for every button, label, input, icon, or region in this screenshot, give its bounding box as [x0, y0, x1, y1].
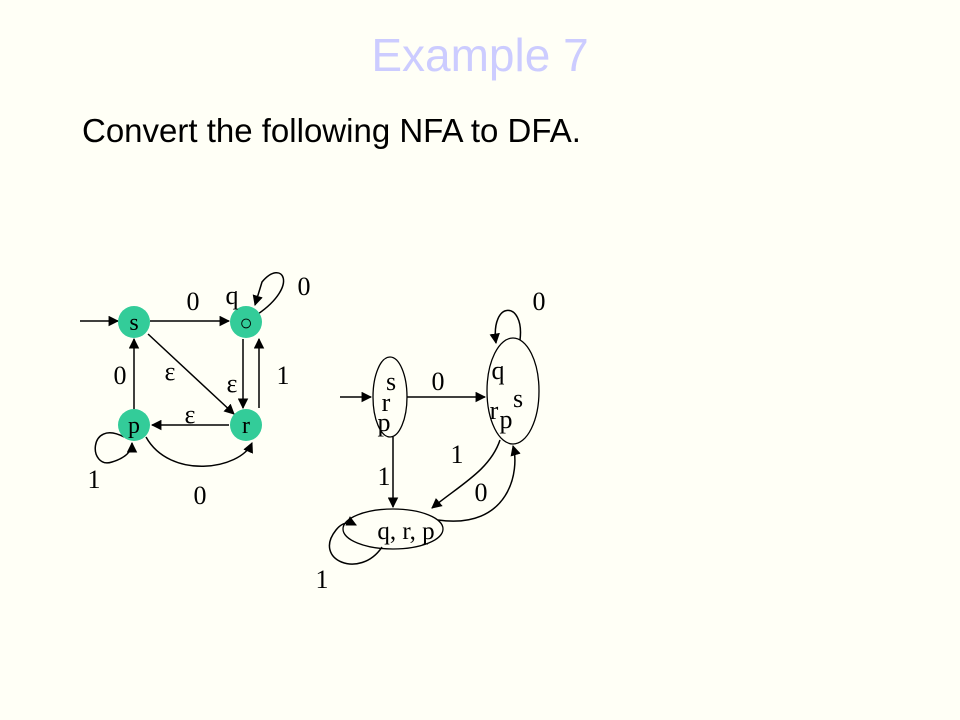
slide-title: Example 7 — [371, 29, 589, 81]
nfa-label-p-loop: 1 — [88, 465, 101, 494]
nfa-label-q-loop: 0 — [298, 272, 311, 301]
nfa-label-q-r-eps: ε — [227, 369, 238, 398]
dfa-label-qrp-qrsp: 0 — [475, 478, 488, 507]
nfa-state-q: ○ q — [226, 281, 262, 338]
nfa-loop-p — [94, 432, 138, 464]
dfa-state-qrsp — [486, 337, 540, 445]
dfa-label-srp-qrsp: 0 — [432, 367, 445, 396]
nfa-state-s: s — [118, 306, 150, 338]
slide-subtitle: Convert the following NFA to DFA. — [82, 112, 581, 149]
dfa-state-srp-p: p — [378, 408, 391, 437]
nfa-edge-p-r-curve — [145, 436, 253, 467]
nfa-state-s-label: s — [129, 310, 138, 336]
nfa-label-p-s: 0 — [114, 361, 127, 390]
nfa-state-p: p — [118, 409, 150, 441]
dfa-label-qrp-loop: 1 — [316, 565, 329, 594]
nfa-accept-marker: ○ — [239, 310, 252, 335]
dfa-state-qrsp-q: q — [492, 356, 505, 385]
dfa-diagram: s r p q r s p q, r, p 0 0 1 1 0 1 — [316, 287, 546, 594]
nfa-edge-s-r — [147, 333, 235, 415]
nfa-label-r-q: 1 — [277, 361, 290, 390]
dfa-loop-qrsp — [489, 309, 522, 345]
dfa-state-qrp-label: q, r, p — [377, 518, 434, 545]
dfa-label-qrsp-loop: 0 — [533, 287, 546, 316]
nfa-loop-q — [252, 272, 285, 315]
dfa-edge-qrp-qrsp — [437, 444, 521, 522]
nfa-diagram: s ○ q p r 0 0 0 ε ε 1 ε 1 0 — [80, 272, 311, 510]
nfa-label-p-s-eps: ε — [165, 357, 176, 386]
dfa-state-qrp — [342, 508, 444, 550]
nfa-label-p-r-eps: ε — [185, 400, 196, 429]
nfa-state-p-label: p — [128, 413, 140, 439]
nfa-state-r-label: r — [242, 413, 250, 439]
nfa-label-s-q: 0 — [187, 287, 200, 316]
dfa-loop-qrp — [328, 516, 383, 565]
nfa-state-q-label: q — [226, 281, 239, 310]
dfa-state-qrsp-p: p — [500, 405, 513, 434]
nfa-label-p-r-curve: 0 — [194, 481, 207, 510]
dfa-edge-qrsp-qrp — [431, 439, 501, 509]
dfa-state-qrsp-s: s — [513, 384, 523, 413]
dfa-state-qrsp-r: r — [490, 396, 499, 425]
dfa-state-srp-s: s — [386, 367, 396, 396]
dfa-label-qrsp-qrp: 1 — [451, 440, 464, 469]
nfa-state-r: r — [230, 409, 262, 441]
dfa-state-srp-r: r — [382, 388, 391, 417]
dfa-label-srp-qrp: 1 — [378, 462, 391, 491]
